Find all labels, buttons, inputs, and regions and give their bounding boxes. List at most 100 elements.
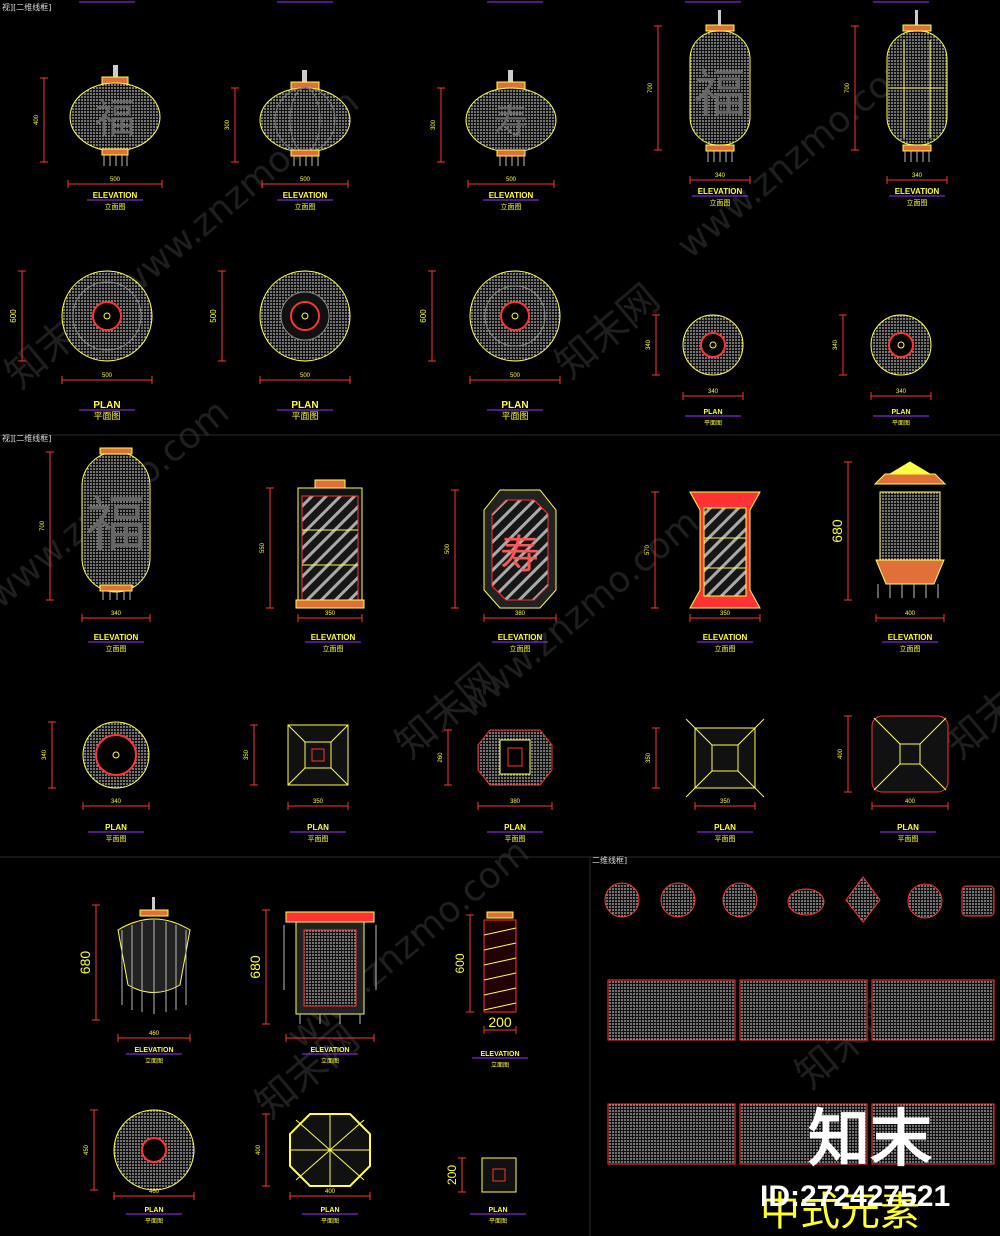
height-dimension-label: 600: [9, 309, 18, 323]
shou-glyph: 寿: [500, 532, 540, 578]
brand-id: ID:272427521: [760, 1180, 950, 1213]
caption-zh: 立面图: [907, 198, 928, 207]
lantern-9-plan: [685, 718, 765, 798]
height-dimension-label: 350: [646, 752, 652, 763]
width-dimension-label: 460: [149, 1031, 160, 1037]
height-dimension-label: 450: [84, 1144, 90, 1155]
viewport-tab-3[interactable]: 二维线框]: [592, 855, 627, 865]
height-dimension-label: 400: [838, 748, 844, 759]
panel-title: 中式元素: [760, 1189, 920, 1235]
height-dimension-label: 700: [40, 520, 46, 531]
viewport-tab-2[interactable]: 视][二维线框]: [2, 433, 51, 443]
caption-zh: 立面图: [105, 202, 126, 211]
lantern-6-plan: [82, 721, 150, 789]
caption-en: ELEVATION: [310, 1047, 349, 1054]
caption-zh: 平面图: [145, 1218, 163, 1225]
lantern-11-plan: [113, 1109, 195, 1191]
width-dimension-label: 200: [488, 1014, 512, 1030]
height-dimension-label: 680: [247, 955, 263, 979]
lantern-5-elevation: [886, 10, 948, 162]
caption-en: ELEVATION: [93, 191, 138, 200]
caption-zh: 平面图: [715, 835, 736, 843]
lantern-4-elevation: 福: [689, 10, 751, 162]
caption-en: ELEVATION: [698, 187, 743, 196]
lantern-4-plan: [682, 314, 744, 376]
caption-zh: 平面图: [321, 1218, 339, 1225]
annotation-layer: 400500ELEVATION立面图300500ELEVATION立面图3005…: [9, 1, 949, 1225]
caption-zh: 立面图: [501, 202, 522, 211]
lantern-12-elevation: [283, 911, 377, 1024]
lantern-2-plan: [259, 270, 351, 362]
lantern-2-elevation: [259, 70, 351, 166]
caption-zh: 平面图: [489, 1218, 507, 1225]
caption-en: ELEVATION: [895, 187, 940, 196]
lantern-9-elevation: [689, 491, 761, 609]
lantern-5-plan: [870, 314, 932, 376]
lantern-7-elevation: [295, 479, 365, 609]
caption-en: ELEVATION: [94, 633, 139, 642]
caption-zh: 平面图: [106, 835, 127, 843]
height-dimension-label: 700: [648, 82, 654, 93]
caption-en: PLAN: [488, 1207, 507, 1214]
caption-en: PLAN: [714, 823, 736, 832]
caption-en: ELEVATION: [498, 633, 543, 642]
width-dimension-label: 500: [510, 373, 521, 379]
height-dimension-label: 200: [445, 1165, 459, 1185]
height-dimension-label: 680: [829, 519, 845, 543]
caption-zh: 立面图: [323, 644, 344, 653]
lantern-8-plan: [477, 729, 553, 786]
caption-zh: 平面图: [93, 411, 120, 422]
width-dimension-label: 340: [111, 799, 122, 805]
lantern-1-plan: [61, 270, 153, 362]
caption-zh: 立面图: [106, 644, 127, 653]
height-dimension-label: 260: [438, 752, 444, 763]
caption-en: ELEVATION: [888, 633, 933, 642]
width-dimension-label: 460: [149, 1189, 160, 1195]
height-dimension-label: 340: [833, 339, 839, 350]
width-dimension-label: 380: [515, 611, 526, 617]
brand-logo: 知末: [808, 1102, 932, 1175]
caption-en: PLAN: [307, 823, 329, 832]
width-dimension-label: 340: [896, 389, 907, 395]
caption-zh: 立面图: [510, 644, 531, 653]
width-dimension-label: 340: [715, 173, 726, 179]
height-dimension-label: 550: [260, 542, 266, 553]
caption-zh: 立面图: [710, 198, 731, 207]
lantern-8-elevation: 寿: [483, 489, 557, 609]
height-dimension-label: 680: [77, 951, 93, 975]
caption-zh: 平面图: [704, 420, 722, 427]
height-dimension-label: 340: [646, 339, 652, 350]
lantern-13-elevation: [483, 911, 517, 1013]
caption-en: ELEVATION: [134, 1047, 173, 1054]
lantern-3-plan: [469, 270, 561, 362]
width-dimension-label: 500: [300, 177, 311, 183]
width-dimension-label: 500: [102, 373, 113, 379]
height-dimension-label: 400: [34, 114, 40, 125]
fu-glyph: 福: [95, 96, 135, 142]
lantern-3-elevation: 寿: [465, 70, 557, 166]
width-dimension-label: 500: [110, 177, 121, 183]
height-dimension-label: 600: [419, 309, 428, 323]
lantern-12-plan: [289, 1113, 371, 1187]
height-dimension-label: 500: [445, 543, 451, 554]
lantern-1-elevation: 福: [69, 65, 161, 166]
height-dimension-label: 350: [244, 749, 250, 760]
caption-en: ELEVATION: [703, 633, 748, 642]
lantern-7-plan: [287, 724, 349, 786]
caption-en: PLAN: [93, 400, 120, 411]
watermark-cn: 知末网: [547, 275, 668, 387]
height-dimension-label: 400: [256, 1144, 262, 1155]
width-dimension-label: 340: [912, 173, 923, 179]
width-dimension-label: 350: [720, 799, 731, 805]
height-dimension-label: 500: [209, 309, 218, 323]
width-dimension-label: 400: [905, 611, 916, 617]
viewport-tab-1[interactable]: 视][二维线框]: [2, 2, 51, 12]
lantern-11-elevation: [117, 897, 191, 1014]
caption-zh: 平面图: [308, 835, 329, 843]
caption-zh: 平面图: [291, 411, 318, 422]
caption-zh: 立面图: [321, 1057, 339, 1065]
width-dimension-label: 350: [720, 611, 731, 617]
width-dimension-label: 380: [510, 799, 521, 805]
caption-en: ELEVATION: [480, 1051, 519, 1058]
lantern-10-elevation: [873, 461, 947, 598]
